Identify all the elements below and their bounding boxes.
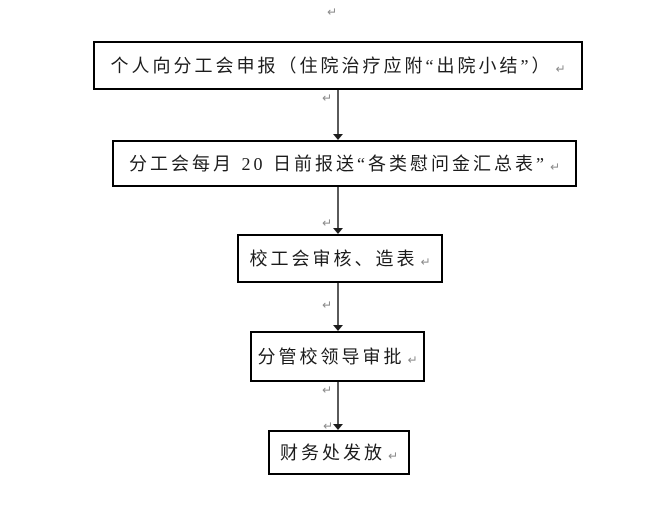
paragraph-mark-icon: ↵ (327, 5, 338, 19)
flow-step-box-report: 分工会每月 20 日前报送“各类慰问金汇总表” ↵ (112, 140, 577, 187)
flow-step-label: 分工会每月 20 日前报送“各类慰问金汇总表” (128, 153, 547, 174)
flow-connector (332, 90, 344, 140)
arrow-down-icon (333, 134, 343, 140)
connector-line (337, 382, 339, 426)
arrow-down-icon (333, 228, 343, 234)
flow-step-label: 财务处发放 (279, 442, 385, 463)
connector-line (337, 187, 339, 230)
flow-step-box-payout: 财务处发放 ↵ (268, 430, 410, 475)
flow-step-label: 个人向分工会申报（住院治疗应附“出院小结”） (110, 55, 553, 76)
flow-step-box-review: 校工会审核、造表 ↵ (237, 234, 443, 283)
paragraph-mark-icon: ↵ (323, 419, 334, 433)
flow-connector (332, 382, 344, 430)
flow-step-label: 分管校领导审批 (257, 346, 405, 367)
connector-line (337, 90, 339, 136)
paragraph-mark-icon: ↵ (322, 91, 333, 105)
paragraph-mark-icon: ↵ (322, 298, 333, 312)
paragraph-mark-icon: ↵ (387, 448, 399, 463)
paragraph-mark-icon: ↵ (549, 159, 561, 174)
flow-connector (332, 187, 344, 234)
arrow-down-icon (333, 325, 343, 331)
flow-step-label: 校工会审核、造表 (249, 248, 418, 269)
flow-step-box-approve: 分管校领导审批 ↵ (250, 331, 425, 382)
paragraph-mark-icon: ↵ (407, 352, 418, 367)
flow-connector (332, 283, 344, 331)
paragraph-mark-icon: ↵ (322, 383, 333, 397)
arrow-down-icon (333, 424, 343, 430)
paragraph-mark-icon: ↵ (322, 216, 333, 230)
connector-line (337, 283, 339, 327)
flow-step-box-apply: 个人向分工会申报（住院治疗应附“出院小结”） ↵ (93, 41, 583, 90)
paragraph-mark-icon: ↵ (555, 61, 566, 76)
paragraph-mark-icon: ↵ (420, 254, 431, 269)
